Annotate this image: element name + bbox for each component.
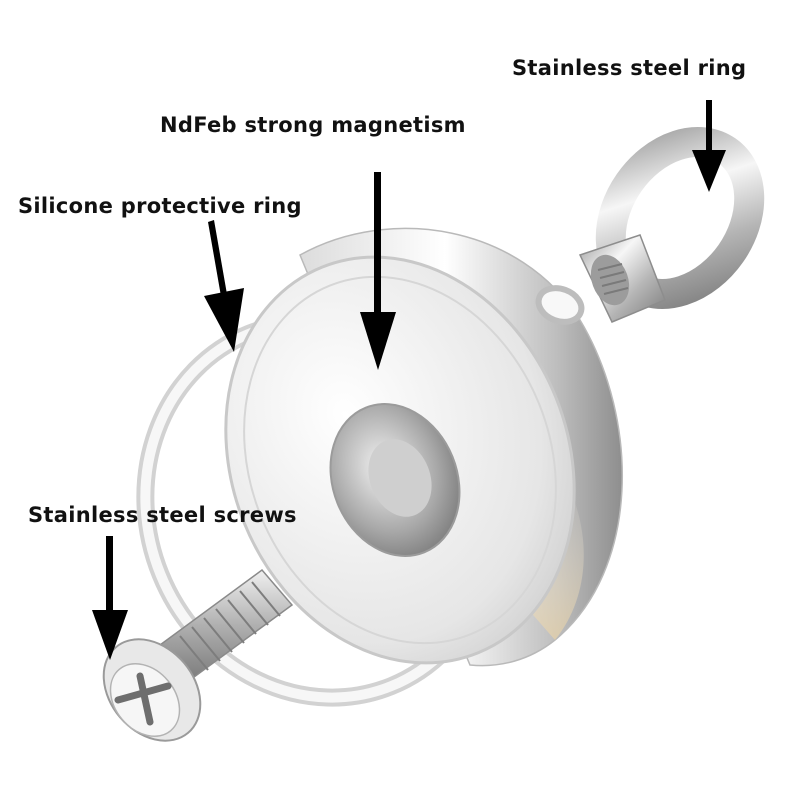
arrow-ring <box>692 100 726 192</box>
arrow-silicone <box>204 220 244 352</box>
label-stainless-steel-ring: Stainless steel ring <box>512 56 747 80</box>
stainless-steel-screw <box>102 568 294 742</box>
stainless-steel-ring <box>578 126 765 323</box>
label-silicone-ring: Silicone protective ring <box>18 194 302 218</box>
arrow-screws <box>92 536 128 660</box>
arrow-magnet <box>360 172 396 370</box>
label-stainless-steel-screws: Stainless steel screws <box>28 503 297 527</box>
callout-arrows <box>92 100 726 660</box>
label-ndfeb-magnet: NdFeb strong magnetism <box>160 113 466 137</box>
